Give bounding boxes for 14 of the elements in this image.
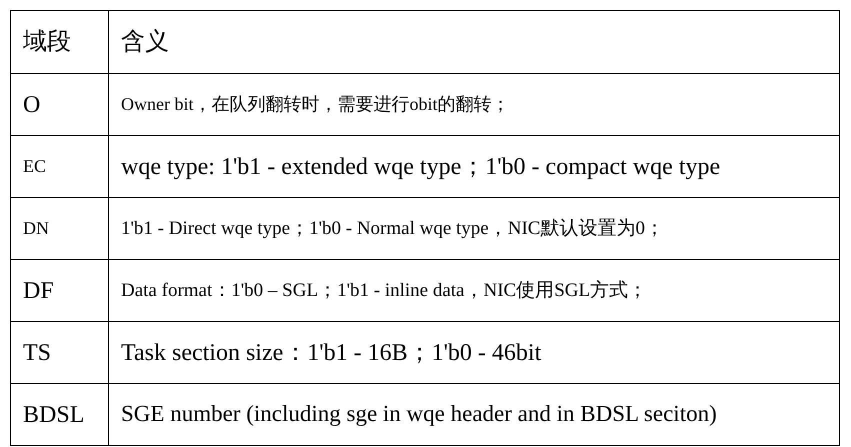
table-cell: BDSL	[11, 383, 109, 445]
header-cell: 域段	[11, 11, 109, 73]
table-cell: SGE number (including sge in wqe header and in BDSL seciton)	[109, 383, 839, 445]
table-cell: O	[11, 73, 109, 135]
table-cell: 1'b1 - Direct wqe type；1'b0 - Normal wqe type，NIC默认设置为0；	[109, 197, 839, 259]
header-cell-text: 含义	[120, 28, 170, 57]
table-cell: wqe type: 1'b1 - extended wqe type；1'b0 - compact wqe type	[109, 135, 839, 197]
table-cell: Task section size：1'b1 - 16B；1'b0 - 46bit	[109, 321, 839, 383]
table-cell: TS	[11, 321, 109, 383]
table-cell: DF	[11, 259, 109, 321]
table-cell: EC	[11, 135, 109, 197]
table-cell: Owner bit，在队列翻转时，需要进行obit的翻转；	[109, 73, 839, 135]
table-cell: DN	[11, 197, 109, 259]
table-cell: Data format：1'b0 – SGL；1'b1 - inline data，NIC使用SGL方式；	[109, 259, 839, 321]
